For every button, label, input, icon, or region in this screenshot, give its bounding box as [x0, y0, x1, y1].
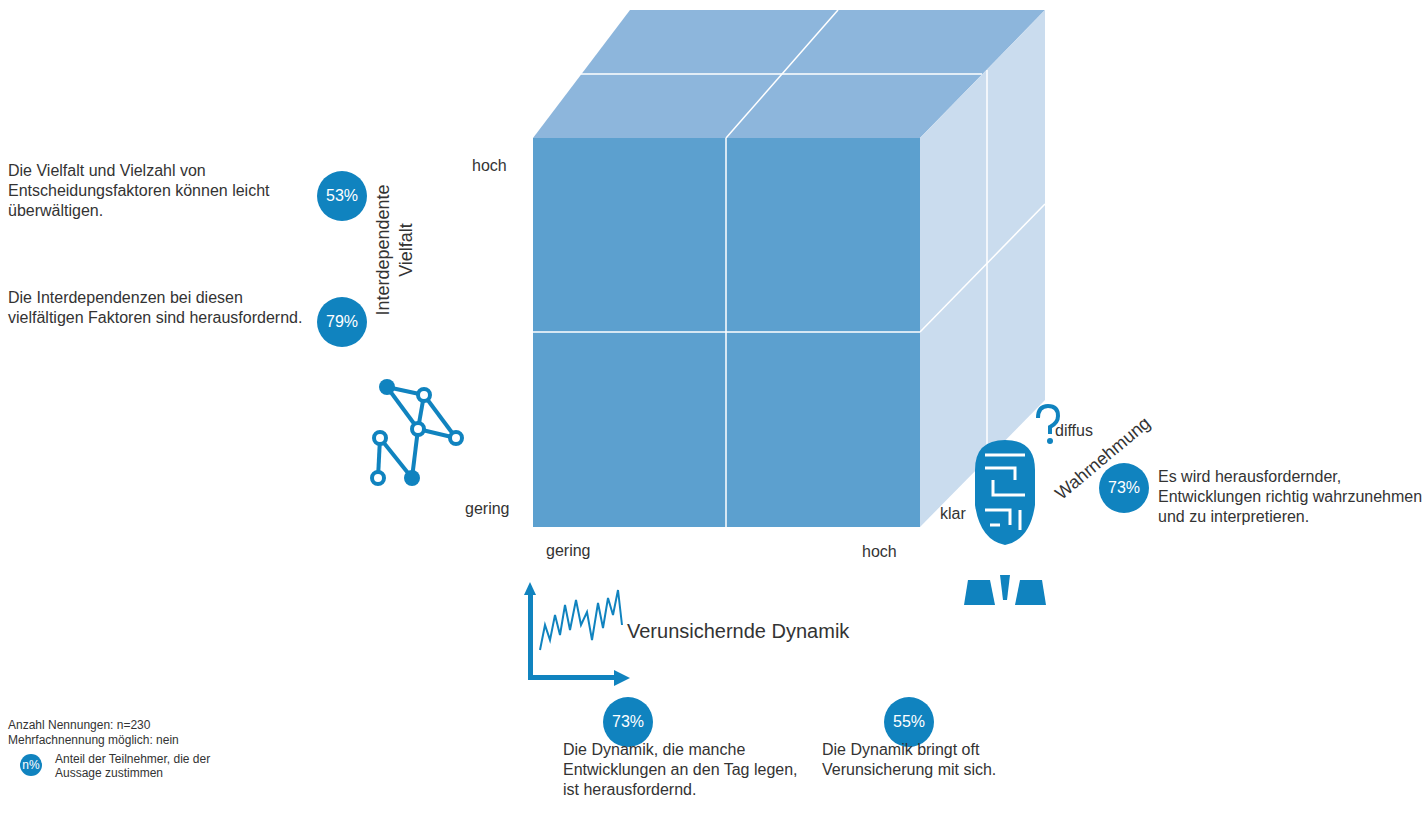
- percent-value: 79%: [326, 313, 358, 331]
- statement: Die Vielfalt und Vielzahl von Entscheidu…: [8, 161, 308, 221]
- percent-value: 73%: [1108, 479, 1140, 497]
- percent-value: 55%: [893, 713, 925, 731]
- axis-title: Interdependente Vielfalt: [372, 165, 418, 335]
- note: Anzahl Nennungen: n=230: [8, 718, 268, 733]
- percent-value: 73%: [612, 713, 644, 731]
- percent-circle: 53%: [317, 171, 367, 221]
- statement: Die Dynamik bringt oft Verunsicherung mi…: [822, 740, 1062, 780]
- axis-tick: hoch: [472, 156, 532, 176]
- statement: Die Interdependenzen bei diesen vielfält…: [8, 288, 308, 328]
- axis-tick: hoch: [862, 542, 922, 562]
- axis-tick: gering: [465, 499, 525, 519]
- axis-tick: gering: [546, 541, 616, 561]
- percent-circle: 73%: [603, 697, 653, 747]
- axis-title: Verunsichernde Dynamik: [627, 619, 867, 644]
- legend-text: Anteil der Teilnehmer, die der Aussage z…: [55, 752, 255, 780]
- note: Mehrfachnennung möglich: nein: [8, 733, 268, 748]
- legend-sample-text: n%: [20, 758, 42, 773]
- percent-circle: 55%: [884, 697, 934, 747]
- statement: Es wird herausfordernder, Entwicklungen …: [1158, 467, 1424, 527]
- percent-value: 53%: [326, 187, 358, 205]
- statement: Die Dynamik, die manche Entwicklungen an…: [563, 740, 803, 800]
- percent-circle: 79%: [317, 297, 367, 347]
- axis-tick: klar: [940, 504, 980, 524]
